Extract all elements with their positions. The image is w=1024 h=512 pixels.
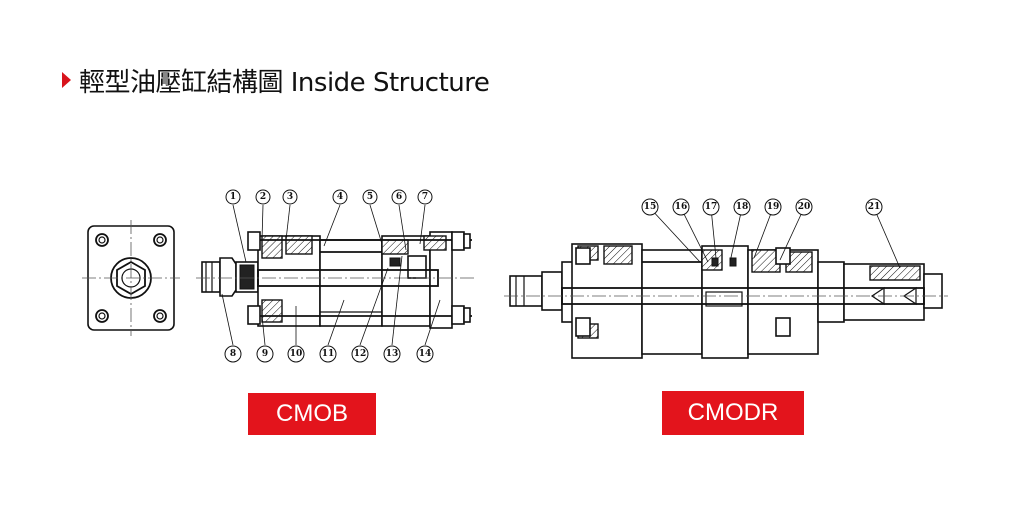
callout-3: 3 (282, 189, 298, 205)
callout-8: 8 (224, 345, 242, 363)
callout-4: 4 (332, 189, 348, 205)
callout-15: 15 (641, 198, 659, 216)
callout-1: 1 (225, 189, 241, 205)
callout-17: 17 (702, 198, 720, 216)
svg-text:19: 19 (767, 202, 780, 212)
svg-text:4: 4 (337, 192, 343, 202)
callout-16: 16 (672, 198, 690, 216)
svg-text:17: 17 (705, 202, 718, 212)
cmob-leaders (221, 204, 441, 346)
callout-18: 18 (733, 198, 751, 216)
svg-text:11: 11 (322, 349, 335, 359)
svg-text:15: 15 (644, 202, 657, 212)
callout-6: 6 (391, 189, 407, 205)
svg-text:8: 8 (230, 349, 236, 359)
svg-text:6: 6 (396, 192, 402, 202)
callout-12: 12 (351, 345, 369, 363)
cmodr-section-view (504, 243, 948, 359)
svg-text:16: 16 (675, 202, 688, 212)
bullet-arrow-icon (62, 72, 71, 88)
callout-7: 7 (417, 189, 433, 205)
cmob-callouts-bottom: 8 9 10 11 12 13 14 (224, 345, 434, 363)
svg-text:5: 5 (367, 192, 373, 202)
callout-14: 14 (416, 345, 434, 363)
model-label-cmob: CMOB (248, 393, 376, 435)
svg-text:18: 18 (736, 202, 749, 212)
callout-2: 2 (255, 189, 271, 205)
cmob-section-view (196, 231, 476, 329)
section-heading: 輕型油壓缸結構圖 Inside Structure (62, 62, 490, 98)
callout-20: 20 (795, 198, 813, 216)
svg-text:12: 12 (354, 349, 367, 359)
callout-19: 19 (764, 198, 782, 216)
svg-text:20: 20 (798, 202, 811, 212)
svg-text:3: 3 (287, 192, 293, 202)
callout-9: 9 (256, 345, 274, 363)
svg-text:9: 9 (262, 349, 268, 359)
callout-13: 13 (383, 345, 401, 363)
svg-text:13: 13 (386, 349, 399, 359)
callout-21: 21 (865, 198, 883, 216)
section-title: 輕型油壓缸結構圖 Inside Structure (79, 67, 490, 98)
callout-10: 10 (287, 345, 305, 363)
callout-5: 5 (362, 189, 378, 205)
svg-text:2: 2 (260, 192, 266, 202)
model-label-cmodr: CMODR (662, 391, 804, 435)
cmodr-leaders (649, 207, 901, 269)
cmob-callouts-top: 1 2 3 4 5 6 7 (225, 189, 433, 205)
svg-text:10: 10 (290, 349, 303, 359)
callout-11: 11 (319, 345, 337, 363)
cmodr-callouts: 15 16 17 18 19 20 21 (641, 198, 883, 216)
svg-text:21: 21 (868, 202, 881, 212)
svg-text:14: 14 (419, 349, 432, 359)
svg-text:1: 1 (230, 192, 236, 202)
cmob-end-view (82, 220, 180, 336)
svg-text:7: 7 (422, 192, 428, 202)
